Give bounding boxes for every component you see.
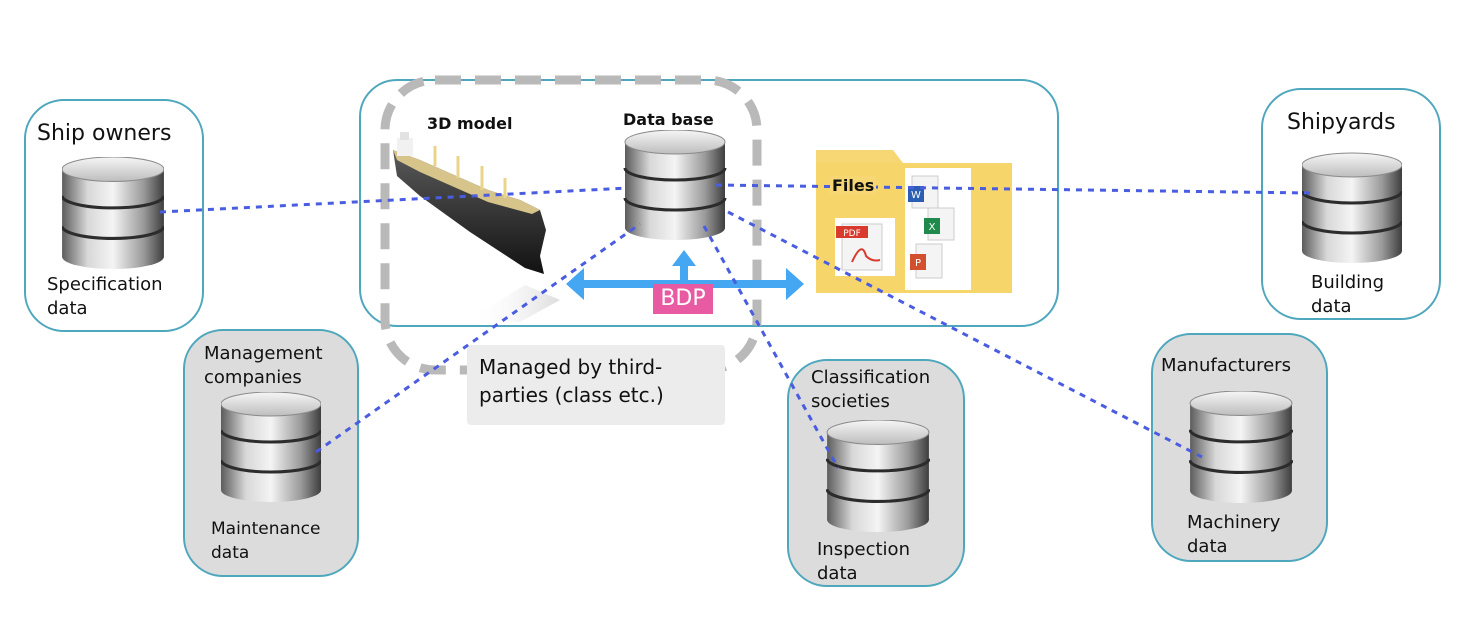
database-label: Data base: [623, 110, 714, 129]
files-label: Files: [830, 176, 877, 195]
svg-text:P: P: [915, 258, 921, 269]
link-management: [315, 222, 641, 454]
link-manufacturers: [727, 210, 1203, 459]
building-data-label: Building data: [1311, 272, 1385, 317]
link-classification: [702, 225, 840, 469]
classification-societies-title: Classification societies: [811, 367, 931, 412]
link-ship-owners: [159, 186, 629, 214]
maintenance-data-label: Maintenance data: [211, 519, 321, 563]
manufacturers-title: Manufacturers: [1161, 355, 1291, 376]
link-shipyards: [715, 183, 1311, 195]
management-companies-title: Management companies: [204, 343, 323, 388]
ship-owners-title: Ship owners: [37, 121, 172, 146]
svg-text:W: W: [911, 190, 921, 201]
managed-note: Managed by third-parties (class etc.): [467, 345, 725, 425]
machinery-data-label: Machinery data: [1187, 512, 1281, 557]
svg-text:PDF: PDF: [843, 229, 861, 239]
bdp-badge: BDP: [653, 284, 713, 314]
inspection-data-label: Inspection data: [817, 539, 910, 584]
model-label: 3D model: [427, 114, 513, 133]
specification-data-label: Specification data: [47, 274, 163, 319]
svg-text:X: X: [929, 222, 936, 233]
shipyards-title: Shipyards: [1287, 110, 1396, 135]
